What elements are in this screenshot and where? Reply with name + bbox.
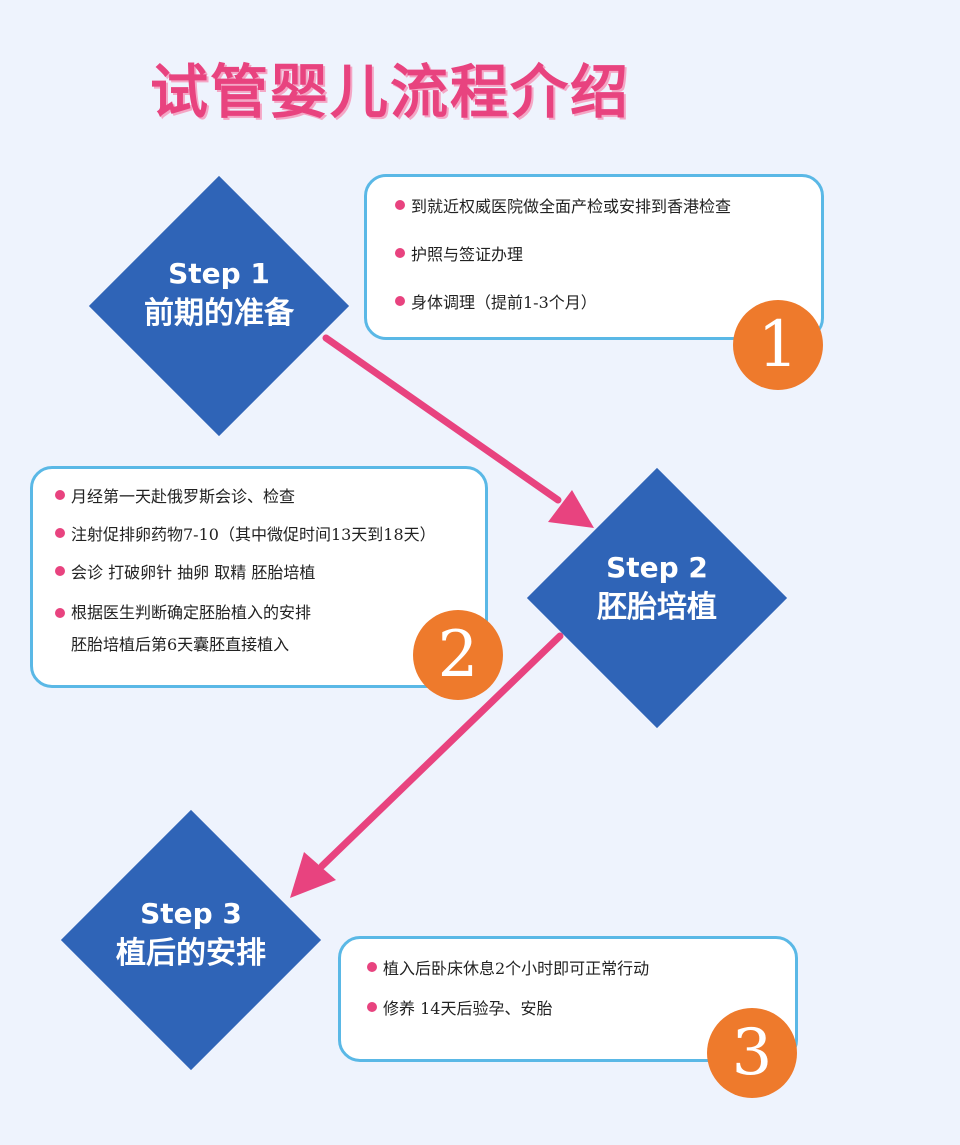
step2-label: Step 2 胚胎培植 <box>527 550 787 630</box>
bullet-dot <box>367 962 377 972</box>
list-item: 注射促排卵药物7-10（其中微促时间13天到18天） <box>55 521 485 545</box>
bullet-dot <box>367 1002 377 1012</box>
step1-label: Step 1 前期的准备 <box>89 256 349 336</box>
step1-name: 前期的准备 <box>144 296 294 331</box>
step1-badge: 1 <box>733 300 823 390</box>
step2-badge: 2 <box>413 610 503 700</box>
list-item: 植入后卧床休息2个小时即可正常行动 <box>367 955 795 979</box>
step2-name: 胚胎培植 <box>597 590 717 625</box>
bullet-dot <box>55 566 65 576</box>
step3-info-box: 植入后卧床休息2个小时即可正常行动 修养 14天后验孕、安胎 <box>338 936 798 1062</box>
bullet-dot <box>395 248 405 258</box>
bullet-dot <box>395 200 405 210</box>
step3-number: Step 3 <box>140 897 242 930</box>
list-item: 根据医生判断确定胚胎植入的安排胚胎培植后第6天囊胚直接植入 <box>55 597 485 661</box>
bullet-dot <box>55 490 65 500</box>
bullet-dot <box>55 528 65 538</box>
bullet-dot <box>395 296 405 306</box>
step2-info-box: 月经第一天赴俄罗斯会诊、检查 注射促排卵药物7-10（其中微促时间13天到18天… <box>30 466 488 688</box>
arrow-step2-to-step3 <box>290 632 564 898</box>
page-title: 试管婴儿流程介绍 <box>150 58 631 126</box>
list-item: 修养 14天后验孕、安胎 <box>367 995 795 1019</box>
list-item: 身体调理（提前1-3个月） <box>395 289 821 313</box>
list-item-subtext: 胚胎培植后第6天囊胚直接植入 <box>71 635 290 654</box>
bullet-dot <box>55 608 65 618</box>
step1-number: Step 1 <box>168 257 270 290</box>
step3-name: 植后的安排 <box>116 936 266 971</box>
list-item: 到就近权威医院做全面产检或安排到香港检查 <box>395 193 821 217</box>
step2-number: Step 2 <box>606 551 708 584</box>
arrow-step1-to-step2 <box>322 334 594 528</box>
step3-badge: 3 <box>707 1008 797 1098</box>
list-item: 会诊 打破卵针 抽卵 取精 胚胎培植 <box>55 559 485 583</box>
list-item: 护照与签证办理 <box>395 241 821 265</box>
list-item: 月经第一天赴俄罗斯会诊、检查 <box>55 483 485 507</box>
step3-label: Step 3 植后的安排 <box>61 896 321 976</box>
